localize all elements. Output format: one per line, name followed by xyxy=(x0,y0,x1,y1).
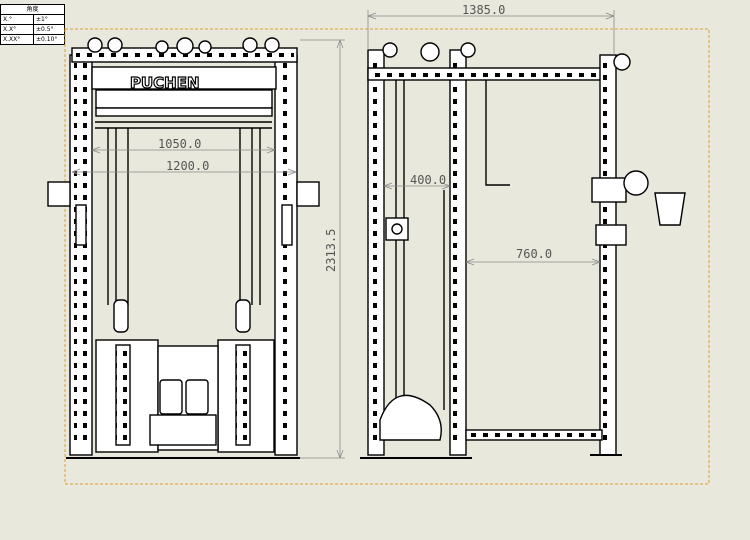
front-view xyxy=(47,37,320,459)
dim-arm-reach: 760.0 xyxy=(516,247,552,261)
tolerance-table: 角度 X.° ±1° X.X° ±0.5° X.XX° ±0.10° xyxy=(0,4,65,45)
dim-overall-depth: 1385.0 xyxy=(462,3,505,17)
front-dimensions xyxy=(71,39,345,459)
dim-outer-width: 1200.0 xyxy=(166,159,209,173)
side-dimensions xyxy=(367,10,615,266)
tolerance-value: ±0.10° xyxy=(33,34,65,45)
sheet-border xyxy=(64,28,710,485)
dim-overall-height: 2313.5 xyxy=(324,229,338,272)
tolerance-row: X.XX° ±0.10° xyxy=(0,34,65,45)
dim-upright-spacing: 400.0 xyxy=(410,173,446,187)
brand-logo: PUCHEN xyxy=(130,74,200,92)
dim-inner-width: 1050.0 xyxy=(158,137,201,151)
side-view xyxy=(360,42,686,459)
